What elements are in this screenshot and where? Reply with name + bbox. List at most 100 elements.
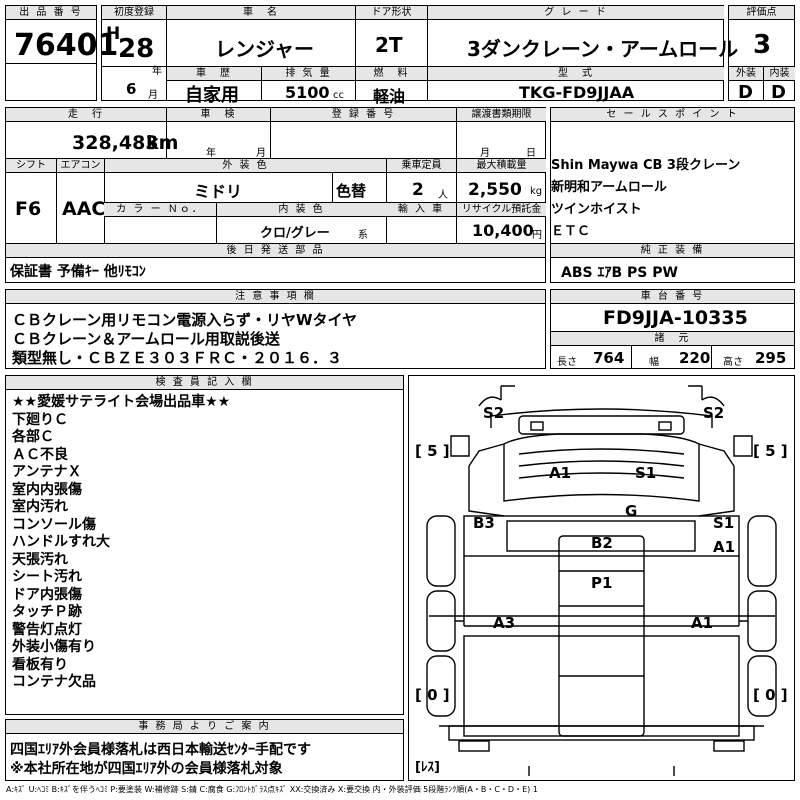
- inspector-line: ドア内張傷: [12, 586, 82, 603]
- mark-s2-right: S2: [703, 404, 725, 422]
- note-line-1: ＣＢクレーン用リモコン電源入らず・リヤWタイヤ: [12, 311, 358, 329]
- inspector-line: 各部Ｃ: [12, 429, 54, 445]
- month-unit: 月: [148, 90, 158, 101]
- insp-year-unit: 年: [206, 148, 216, 159]
- car-name: レンジャー: [215, 37, 314, 61]
- diagram-box: S2 S2 A1 S1 G B3 S1 A1 B2 P1 A3 A1 [ 5 ]…: [408, 375, 795, 781]
- capacity-unit: 人: [438, 190, 448, 201]
- doc-label: 譲渡書類期限: [456, 108, 546, 122]
- office-box: 事 務 局 よ り ご 案 内 四国ｴﾘｱ外会員様落札は西日本輸送ｾﾝﾀｰ手配で…: [5, 719, 404, 781]
- truck-diagram: [426, 385, 777, 776]
- chassis-number: FD9JJA-10335: [603, 307, 748, 329]
- tire-spare: [ﾚｽ]: [415, 760, 440, 775]
- office-line-2: ※本社所在地が四国ｴﾘｱ外の会員様落札対象: [10, 761, 283, 777]
- displacement: 5100: [285, 83, 330, 102]
- interior-unit: 系: [358, 230, 368, 241]
- inspector-line: 外装小傷有り: [12, 639, 96, 655]
- load-unit: kg: [530, 186, 543, 197]
- inspector-line: ★★愛媛サテライト会場出品車★★: [12, 394, 231, 410]
- score-label: 評価点: [729, 6, 794, 20]
- notes-box: 注 意 事 項 欄 ＣＢクレーン用リモコン電源入らず・リヤWタイヤ ＣＢクレーン…: [5, 289, 546, 369]
- capacity-label: 乗車定員: [386, 159, 456, 173]
- chassis-box: 車 台 番 号 FD9JJA-10335 諸 元 長さ 764 幅 220 高さ…: [550, 289, 795, 369]
- history-label: 車 歴: [167, 67, 261, 81]
- detail-box: 走 行 車 検 登 録 番 号 譲渡書類期限 328,483 km 年 月 月 …: [5, 107, 546, 283]
- mark-b2: B2: [591, 534, 613, 552]
- inspector-line: シート汚れ: [12, 569, 82, 585]
- door-label: ドア形状: [355, 6, 427, 20]
- equip-label: 純 正 装 備: [551, 244, 794, 258]
- car-name-label: 車 名: [167, 6, 355, 20]
- mark-a1-windshield: A1: [549, 464, 572, 482]
- tire-front-right: [ 5 ]: [753, 442, 788, 460]
- inspector-line: ＡＣ不良: [12, 446, 68, 463]
- doc-month-unit: 月: [480, 148, 490, 159]
- later-parts: 保証書 予備ｷｰ 他ﾘﾓｺﾝ: [10, 264, 146, 280]
- int-grade: D: [771, 82, 786, 103]
- regno-label: 登 録 番 号: [270, 108, 456, 122]
- inspector-line: 下廻りＣ: [12, 411, 68, 428]
- first-reg-label: 初度登録: [102, 6, 166, 20]
- width: 220: [679, 349, 711, 367]
- grade: 3ダンクレーン・アームロール: [467, 37, 739, 61]
- color: ミドリ: [194, 182, 243, 201]
- inspector-line: コンテナ欠品: [12, 674, 96, 690]
- max-load: 2,550: [468, 180, 522, 200]
- later-label: 後 日 発 送 部 品: [6, 244, 545, 258]
- hgt-label: 高さ: [723, 357, 743, 368]
- score-box: 評価点 3 外装 内装 D D: [728, 5, 795, 103]
- mileage-label: 走 行: [6, 108, 166, 122]
- office-line-1: 四国ｴﾘｱ外会員様落札は西日本輸送ｾﾝﾀｰ手配です: [10, 742, 311, 758]
- ext-grade: D: [738, 82, 753, 103]
- lot-box: 出 品 番 号 76401: [5, 5, 118, 101]
- inspection-label: 車 検: [166, 108, 270, 122]
- sales-line-3: ツインホイスト: [551, 202, 642, 217]
- mark-a1-rear: A1: [691, 614, 714, 632]
- inspector-label: 検 査 員 記 入 欄: [6, 376, 403, 390]
- year-unit: 年: [152, 66, 162, 77]
- inspector-line: 警告灯点灯: [12, 621, 82, 638]
- model-label: 型 式: [427, 67, 724, 81]
- mark-s1-windshield: S1: [635, 464, 657, 482]
- inspector-line: アンテナＸ: [12, 464, 82, 480]
- mark-a3: A3: [493, 614, 516, 632]
- len-label: 長さ: [557, 357, 577, 368]
- interior-label: 内 装 色: [216, 203, 386, 217]
- int-label: 内装: [763, 67, 795, 81]
- shift: F6: [15, 198, 42, 220]
- length: 764: [593, 349, 625, 367]
- doc-day-unit: 日: [526, 148, 536, 159]
- note-line-3: 類型無し・ＣＢＺＥ３０３ＦＲＣ・２０１６．３: [12, 349, 343, 367]
- era: H: [106, 24, 121, 44]
- recycle-unit: 円: [532, 230, 542, 241]
- import-label: 輸 入 車: [386, 203, 456, 217]
- insp-month-unit: 月: [256, 148, 266, 159]
- model: TKG-FD9JJAA: [519, 83, 635, 102]
- colorno-label: カ ラ ー Ｎｏ．: [104, 203, 216, 217]
- chassis-label: 車 台 番 号: [551, 290, 794, 304]
- ext-label: 外装: [729, 67, 763, 81]
- mileage: 328,483: [72, 132, 159, 154]
- door-type: 2T: [375, 33, 403, 57]
- reg-month: 6: [126, 80, 137, 98]
- main-info-box: 車 名 ドア形状 グ レ ー ド レンジャー 2T 3ダンクレーン・アームロール…: [166, 5, 738, 106]
- mark-s2-left: S2: [483, 404, 505, 422]
- score: 3: [753, 30, 772, 60]
- displacement-unit: cc: [333, 90, 344, 101]
- inspector-line: 室内内張傷: [12, 481, 82, 498]
- recycle-label: リサイクル預託金: [456, 203, 546, 217]
- notes-label: 注 意 事 項 欄: [6, 290, 545, 304]
- sales-line-2: 新明和アームロール: [551, 180, 667, 195]
- color-label: 外 装 色: [104, 159, 386, 173]
- tire-front-left: [ 5 ]: [415, 442, 450, 460]
- sales-box: セ ー ル ス ポ イ ン ト Shin Maywa CB 3段クレーン 新明和…: [550, 107, 795, 283]
- fuel: 軽油: [373, 87, 406, 106]
- shift-label: シフト: [6, 159, 56, 173]
- sales-line-4: ＥＴＣ: [551, 224, 591, 239]
- sales-line-1: Shin Maywa CB 3段クレーン: [551, 158, 741, 173]
- capacity: 2: [412, 180, 424, 200]
- inspector-line: 天張汚れ: [12, 551, 68, 568]
- lot-label: 出 品 番 号: [6, 6, 96, 20]
- color-change: 色替: [336, 182, 367, 200]
